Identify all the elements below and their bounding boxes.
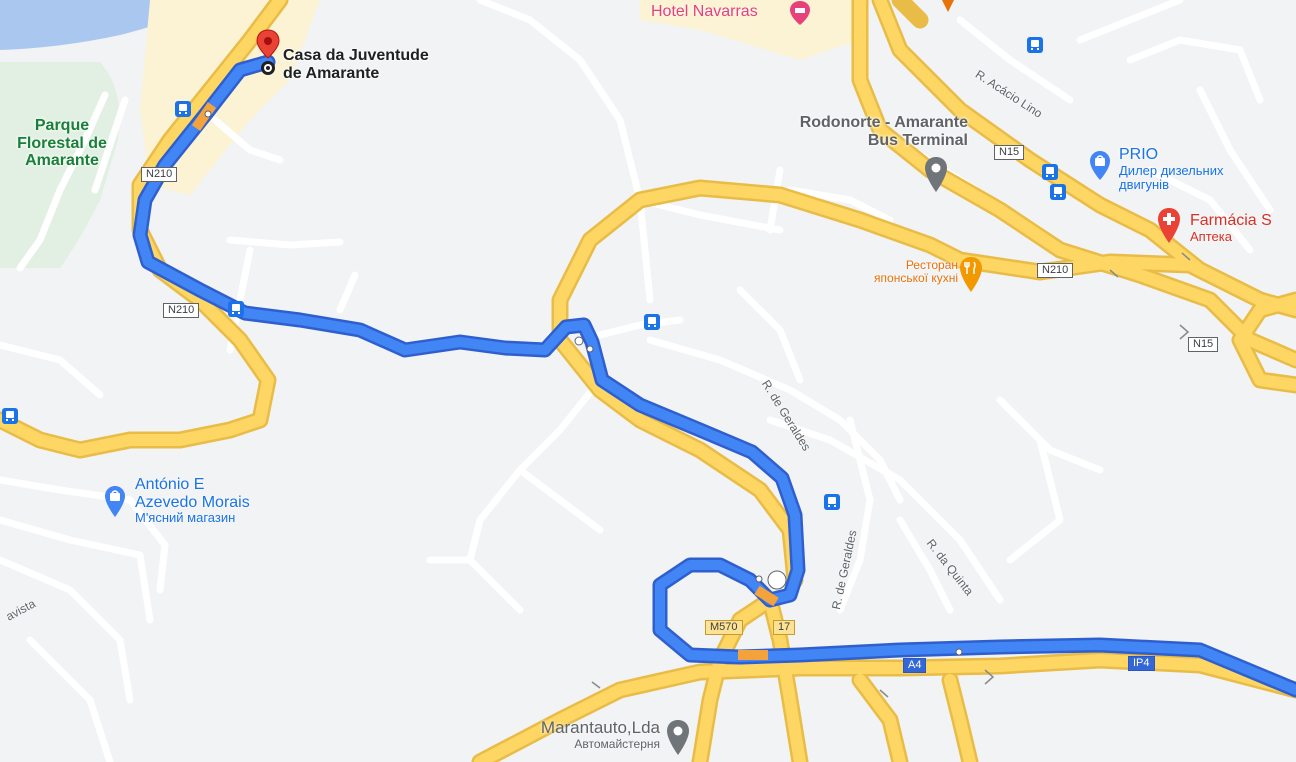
marantauto-sub: Автомайстерня	[574, 736, 660, 751]
restaurant-line2: японської кухні	[874, 271, 958, 286]
red-map-pin-icon[interactable]	[254, 28, 282, 80]
road-arrows	[591, 252, 1191, 698]
bus-terminal-line1: Rodonorte - Amarante	[799, 114, 968, 131]
park-area	[0, 62, 120, 268]
road-shield-n15: N15	[1188, 337, 1219, 352]
bus-stop-icon[interactable]	[824, 494, 840, 510]
prio-name: PRIO	[1119, 146, 1159, 163]
farmacia-name: Farmácia S	[1190, 212, 1272, 229]
bus-stop-icon[interactable]	[1042, 164, 1058, 180]
hotel-label[interactable]: Hotel Navarras	[651, 3, 758, 20]
destination-name-line2: de Amarante	[283, 64, 380, 82]
destination-name-line1: Casa da Juventude	[283, 47, 429, 64]
prio-label[interactable]: PRIO Дилер дизельних двигунів	[1119, 146, 1223, 192]
bus-stop-icon[interactable]	[1050, 184, 1066, 200]
bus-stop-icon[interactable]	[644, 314, 660, 330]
road-shield-n210: N210	[141, 167, 178, 182]
road-shield-n15: N15	[994, 145, 1025, 160]
butcher-label[interactable]: António E Azevedo Morais М'ясний магазин	[135, 476, 250, 525]
park-label-line3: Amarante	[25, 152, 99, 170]
route-waypoints	[204, 110, 963, 656]
bus-stop-icon[interactable]	[175, 101, 191, 117]
destination-label[interactable]: Casa da Juventude de Amarante	[283, 47, 429, 82]
bus-stop-icon[interactable]	[228, 301, 244, 317]
marantauto-grey-pin-icon[interactable]	[665, 718, 691, 758]
park-label-line2: Florestal de	[17, 134, 107, 152]
route-line	[135, 57, 1296, 695]
butcher-line2: Azevedo Morais	[135, 493, 250, 511]
butcher-line1: António E	[135, 476, 205, 493]
partial-pin-icon	[942, 0, 954, 12]
park-label[interactable]: Parque Florestal de Amarante	[12, 117, 112, 170]
farmacia-sub: Аптека	[1190, 228, 1232, 244]
pharmacy-pin-icon[interactable]	[1156, 206, 1182, 246]
marantauto-name: Marantauto,Lda	[540, 718, 660, 737]
grey-pin-icon[interactable]	[923, 155, 949, 195]
road-shield-n210: N210	[1037, 263, 1074, 278]
butcher-sub: М'ясний магазин	[135, 510, 236, 526]
road-shield-ip4: IP4	[1128, 656, 1155, 671]
restaurant-label[interactable]: Ресторан японської кухні	[830, 258, 958, 286]
bus-terminal-line2: Bus Terminal	[867, 131, 968, 149]
marantauto-label[interactable]: Marantauto,Lda Автомайстерня	[520, 718, 660, 751]
urban-area-2	[640, 0, 870, 60]
traffic-slow-segments	[191, 102, 779, 660]
park-label-line1: Parque	[34, 117, 90, 134]
restaurant-pin-icon[interactable]	[958, 255, 984, 295]
road-shield-a4: A4	[903, 658, 927, 673]
restaurant-line1: Ресторан	[905, 258, 958, 272]
road-shield-n210: N210	[163, 303, 200, 318]
bus-terminal-label[interactable]: Rodonorte - Amarante Bus Terminal	[772, 114, 968, 149]
butcher-shopping-pin-icon[interactable]	[103, 485, 127, 521]
road-shield-exit-17: 17	[773, 620, 796, 635]
road-shield-m570: M570	[705, 620, 743, 635]
farmacia-label[interactable]: Farmácia S Аптека	[1190, 212, 1272, 244]
hotel-pin-icon[interactable]	[789, 0, 811, 26]
bus-stop-icon[interactable]	[1027, 37, 1043, 53]
bus-stop-icon[interactable]	[2, 408, 18, 424]
shopping-pin-icon[interactable]	[1088, 150, 1112, 182]
prio-sub1: Дилер дизельних	[1119, 162, 1224, 178]
prio-sub2: двигунів	[1119, 176, 1169, 192]
